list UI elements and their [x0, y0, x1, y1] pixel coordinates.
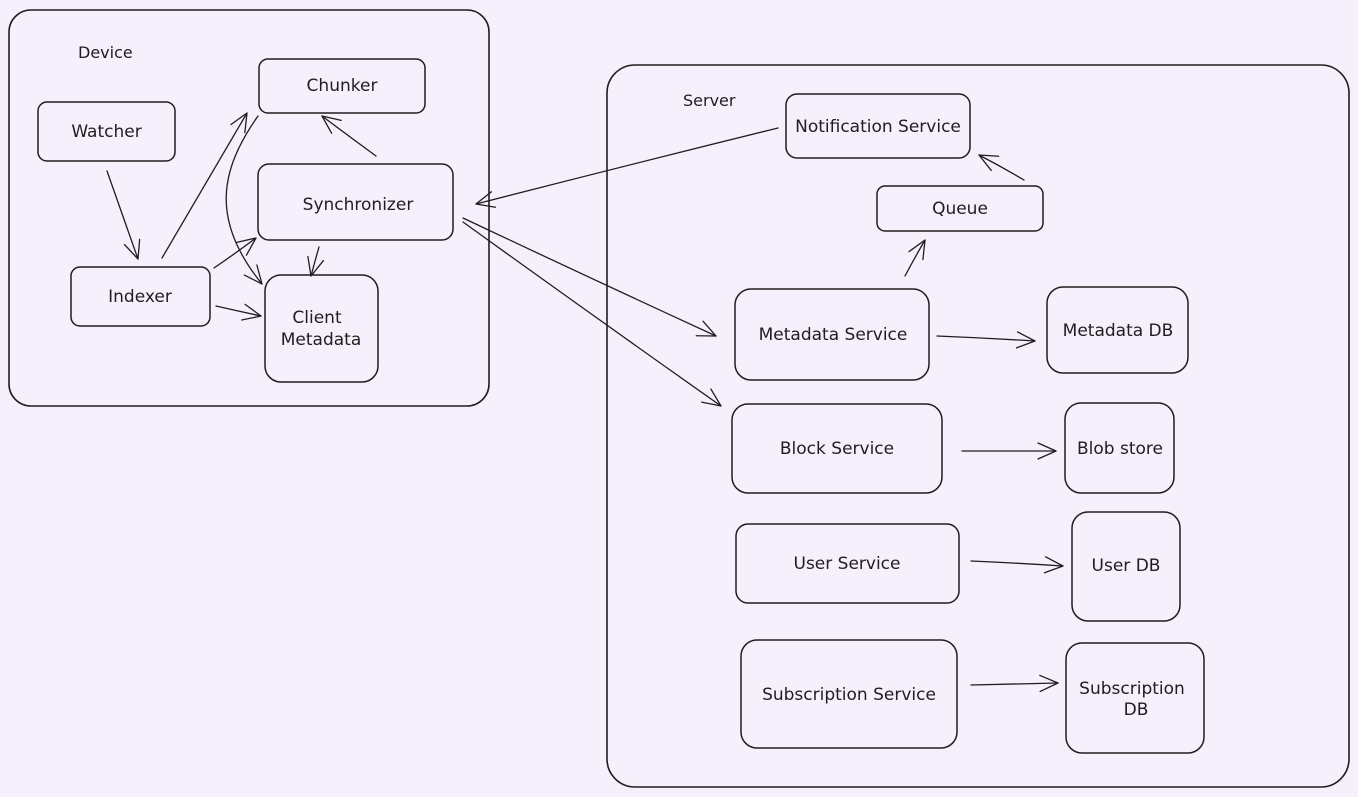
blob-store-node: Blob store	[1064, 402, 1175, 494]
subscription-service-label: Subscription Service	[762, 685, 936, 705]
server-title: Server	[683, 91, 736, 110]
edge-indexer-to-chunker	[161, 112, 248, 259]
edge-synchronizer-to-client-metadata	[307, 246, 325, 277]
indexer-node: Indexer	[70, 266, 211, 327]
edge-notification-to-synchronizer	[475, 127, 779, 208]
queue-node: Queue	[876, 185, 1044, 232]
user-service-node: User Service	[735, 523, 960, 604]
edge-metadata-service-to-queue	[904, 239, 926, 277]
notification-service-label: Notification Service	[795, 117, 961, 137]
user-service-label: User Service	[794, 554, 901, 574]
synchronizer-label: Synchronizer	[303, 195, 414, 215]
device-group: Device	[8, 9, 490, 407]
block-service-node: Block Service	[731, 403, 943, 494]
subscription-service-node: Subscription Service	[740, 639, 958, 749]
subscription-db-node: Subscription DB	[1065, 642, 1205, 754]
queue-label: Queue	[932, 199, 988, 219]
client-metadata-label-line1: Client	[292, 308, 342, 328]
indexer-label: Indexer	[108, 287, 172, 307]
notification-service-node: Notification Service	[785, 93, 971, 159]
device-title: Device	[78, 43, 133, 62]
edge-queue-to-notification	[978, 154, 1025, 181]
server-group: Server	[606, 64, 1350, 788]
block-service-label: Block Service	[780, 439, 894, 459]
watcher-node: Watcher	[37, 101, 176, 162]
edges	[106, 112, 1064, 693]
subscription-db-label-line2: DB	[1124, 700, 1149, 720]
client-metadata-label-line2: Metadata	[281, 330, 362, 350]
subscription-db-label-line1: Subscription	[1079, 679, 1185, 699]
chunker-label: Chunker	[307, 76, 378, 96]
edge-indexer-to-client-metadata	[215, 303, 262, 321]
user-db-node: User DB	[1071, 511, 1181, 622]
chunker-node: Chunker	[258, 58, 426, 114]
edge-synchronizer-to-chunker	[321, 115, 377, 157]
edge-synchronizer-to-metadata-service	[462, 217, 717, 337]
synchronizer-node: Synchronizer	[257, 163, 454, 241]
metadata-service-node: Metadata Service	[734, 288, 930, 381]
metadata-service-label: Metadata Service	[759, 325, 908, 345]
metadata-db-node: Metadata DB	[1046, 286, 1189, 374]
edge-synchronizer-to-block-service	[462, 221, 722, 407]
edge-subscription-service-to-subscription-db	[970, 674, 1059, 693]
edge-chunker-to-client-metadata	[225, 115, 263, 285]
metadata-db-label: Metadata DB	[1063, 321, 1174, 341]
watcher-label: Watcher	[71, 122, 141, 142]
edge-indexer-to-synchronizer	[213, 237, 257, 269]
edge-watcher-to-indexer	[106, 170, 141, 260]
user-db-label: User DB	[1092, 556, 1161, 576]
blob-store-label: Blob store	[1077, 439, 1163, 459]
edge-user-service-to-user-db	[970, 556, 1064, 574]
edge-metadata-service-to-metadata-db	[936, 331, 1036, 349]
client-metadata-node: Client Metadata	[264, 274, 379, 383]
